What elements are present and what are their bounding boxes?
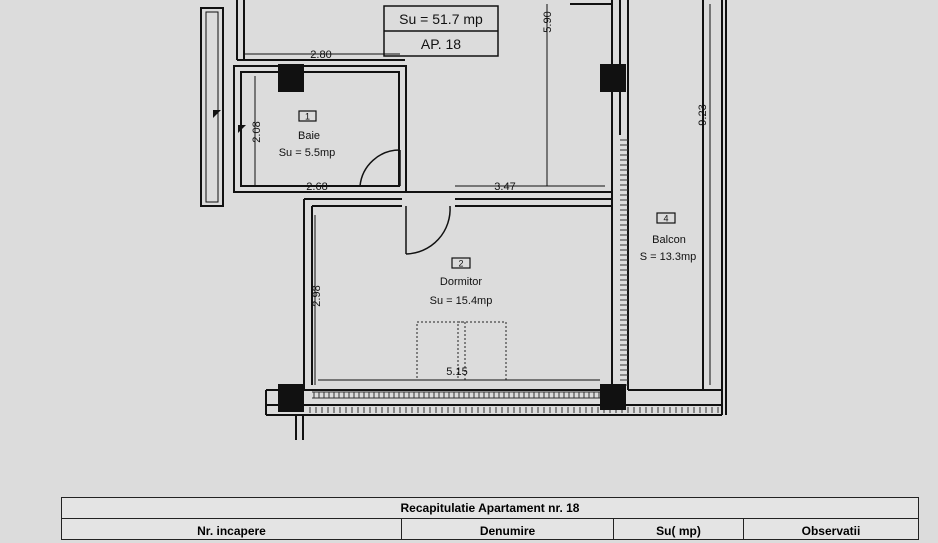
dimension-labels: 2.80 2.08 2.68 3.47 2.98 5.15 5.90 9.23 [251,11,709,378]
room-name: Baie [298,130,320,142]
apartment-area: Su = 51.7 mp [399,11,483,27]
hatch-right [620,139,628,386]
dim-top-width: 2.80 [310,49,331,61]
room-number: 1 [305,112,310,122]
recap-header-row: Nr. incapere Denumire Su( mp) Observatii [62,519,918,539]
level-marker [213,110,221,118]
room-bedroom: 2 Dormitor Su = 15.4mp [430,257,493,307]
room-bathroom: 1 Baie Su = 5.5mp [279,110,336,159]
hatch-base [309,407,719,413]
room-area: S = 13.3mp [640,251,697,263]
dim-living-height: 5.90 [542,11,554,32]
dim-bedroom-height: 2.98 [311,285,323,306]
pillars [278,64,626,412]
left-column-strip [200,7,224,207]
room-name: Balcon [652,234,686,246]
hatch-bottom [313,392,610,398]
apartment-label: Su = 51.7 mp AP. 18 [383,5,499,57]
room-number: 4 [663,214,668,224]
recap-table: Recapitulatie Apartament nr. 18 Nr. inca… [61,497,919,540]
room-number: 2 [458,259,463,269]
dim-bath-width: 2.68 [306,181,327,193]
dim-balcony-height: 9.23 [697,104,709,125]
recap-col-room-number: Nr. incapere [62,519,402,539]
dim-bath-height: 2.08 [251,121,263,142]
apartment-number: AP. 18 [421,36,461,52]
recap-col-notes: Observatii [801,524,861,538]
recap-col-name: Denumire [402,519,614,539]
room-name: Dormitor [440,276,483,288]
dimension-lines [243,4,711,385]
recap-col-area: Su( mp) [614,519,744,539]
doors [359,149,451,255]
dim-bedroom-width: 5.15 [446,366,467,378]
room-area: Su = 5.5mp [279,147,336,159]
dim-corridor-width: 3.47 [494,181,515,193]
floor-plan: Su = 51.7 mp AP. 18 1 Baie Su = 5.5mp 2 … [200,0,727,440]
room-balcony: 4 Balcon S = 13.3mp [640,212,697,263]
hatched-wall-bottom [312,391,612,399]
recap-title: Recapitulatie Apartament nr. 18 [62,498,918,519]
room-area: Su = 15.4mp [430,295,493,307]
walls [233,0,727,440]
